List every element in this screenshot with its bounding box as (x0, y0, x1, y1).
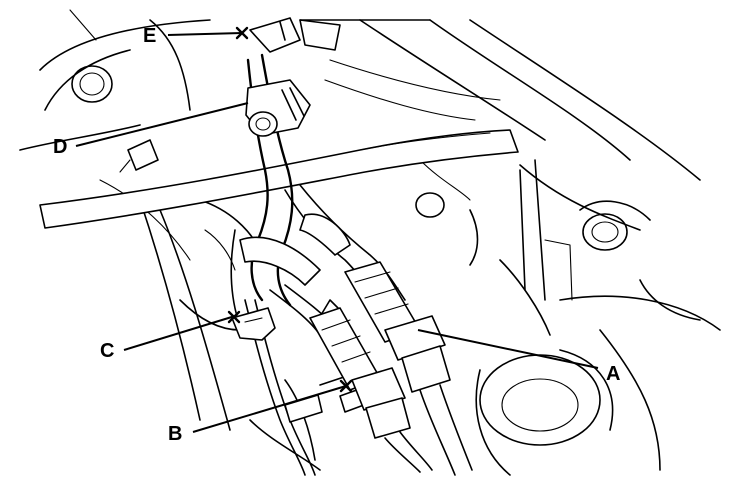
leader-line-c (123, 315, 236, 351)
body-panel-outlines (19, 9, 721, 476)
marker-b (339, 379, 353, 393)
leader-line-e (167, 32, 243, 36)
leader-line-b (192, 385, 347, 433)
callout-label-b: B (168, 423, 182, 445)
callout-label-a: A (606, 363, 620, 385)
leader-line-d (75, 102, 249, 147)
callout-label-c: C (100, 340, 114, 362)
callout-labels: E D C B A (53, 25, 620, 445)
callout-label-d: D (53, 136, 67, 158)
leader-lines (75, 26, 599, 433)
connector-group (309, 261, 473, 476)
marker-c (227, 310, 241, 324)
leader-line-a (417, 329, 599, 369)
marker-e (235, 26, 249, 40)
large-hose (39, 129, 519, 229)
callout-label-e: E (143, 25, 156, 47)
